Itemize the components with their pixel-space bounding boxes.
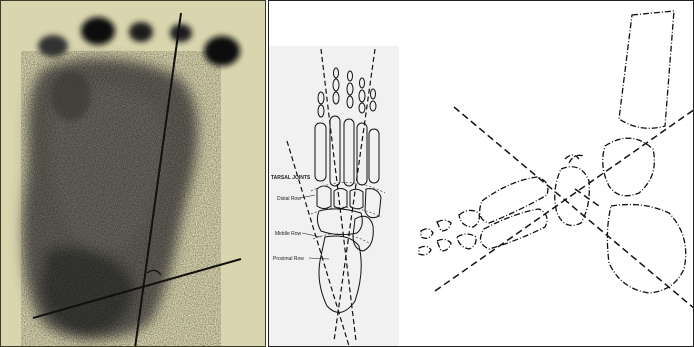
footprint-image xyxy=(0,0,266,347)
tarsal-joints-heading: TARSAL JOINTS xyxy=(271,175,311,181)
footprint-svg xyxy=(1,1,266,347)
distal-row-label: Distal Row xyxy=(277,196,301,202)
proximal-row-label: Proximal Row xyxy=(273,256,304,262)
tarsal-diagram: TARSAL JOINTS Distal Row Middle Row Prox… xyxy=(268,0,694,347)
foot-skeleton-lateral xyxy=(419,11,686,293)
diagram-svg: TARSAL JOINTS Distal Row Middle Row Prox… xyxy=(269,1,694,347)
middle-row-label: Middle Row xyxy=(275,231,302,237)
